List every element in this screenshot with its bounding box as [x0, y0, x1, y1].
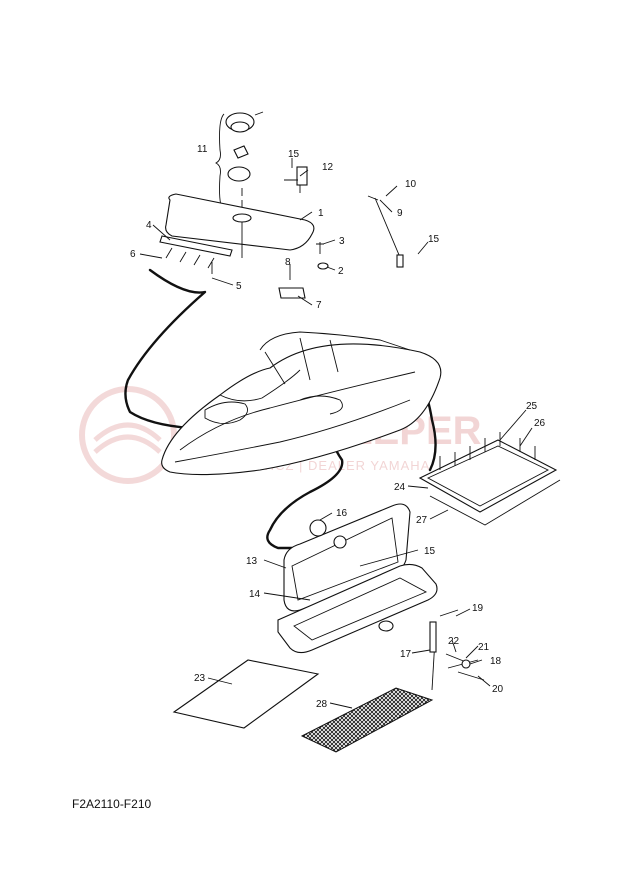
- callout-7: 7: [316, 300, 322, 311]
- callout-8: 8: [285, 257, 291, 268]
- callout-5: 5: [236, 281, 242, 292]
- callout-2: 2: [338, 266, 344, 277]
- callout-16: 16: [336, 508, 348, 519]
- callout-10: 10: [405, 179, 417, 190]
- callout-25: 25: [526, 401, 538, 412]
- diagram-code: F2A2110-F210: [72, 797, 152, 811]
- callout-21: 21: [478, 642, 490, 653]
- mat-23: [172, 659, 320, 729]
- callout-14: 14: [249, 589, 261, 600]
- cup-holder-assembly: [214, 111, 264, 213]
- callout-15c: 15: [424, 546, 436, 557]
- callout-22: 22: [448, 636, 460, 647]
- callout-26: 26: [534, 418, 546, 429]
- hatch-cover: [418, 432, 561, 526]
- watermark-logo-icon: [79, 386, 177, 484]
- mat-28: [300, 687, 434, 753]
- callout-leaders: [139, 158, 533, 709]
- callout-12: 12: [322, 162, 334, 173]
- seat-hatch: [277, 503, 438, 654]
- callout-4: 4: [146, 220, 152, 231]
- callout-13: 13: [246, 556, 258, 567]
- callout-15a: 15: [288, 149, 300, 160]
- callout-20: 20: [492, 684, 504, 695]
- lid-rail: [159, 235, 233, 274]
- callout-17: 17: [400, 649, 412, 660]
- callout-3: 3: [339, 236, 345, 247]
- hatch-strut: [429, 609, 485, 691]
- callout-6: 6: [130, 249, 136, 260]
- callout-27: 27: [416, 515, 428, 526]
- boat-hull: [161, 331, 442, 476]
- callout-9: 9: [397, 208, 403, 219]
- callout-24: 24: [394, 482, 406, 493]
- callout-labels: 1 2 3 4 5 6 7 8 9 10 11 12 13 14 15 15 1…: [130, 144, 546, 710]
- callout-23: 23: [194, 673, 206, 684]
- lid-strut: [367, 195, 404, 268]
- callout-11: 11: [197, 144, 208, 155]
- callout-15b: 15: [428, 234, 440, 245]
- callout-19: 19: [472, 603, 484, 614]
- callout-28: 28: [316, 699, 328, 710]
- latch-parts: [278, 242, 329, 299]
- callout-1: 1: [318, 208, 324, 219]
- storage-lid: [165, 193, 315, 258]
- hinge-parts: [284, 166, 308, 193]
- callout-18: 18: [490, 656, 502, 667]
